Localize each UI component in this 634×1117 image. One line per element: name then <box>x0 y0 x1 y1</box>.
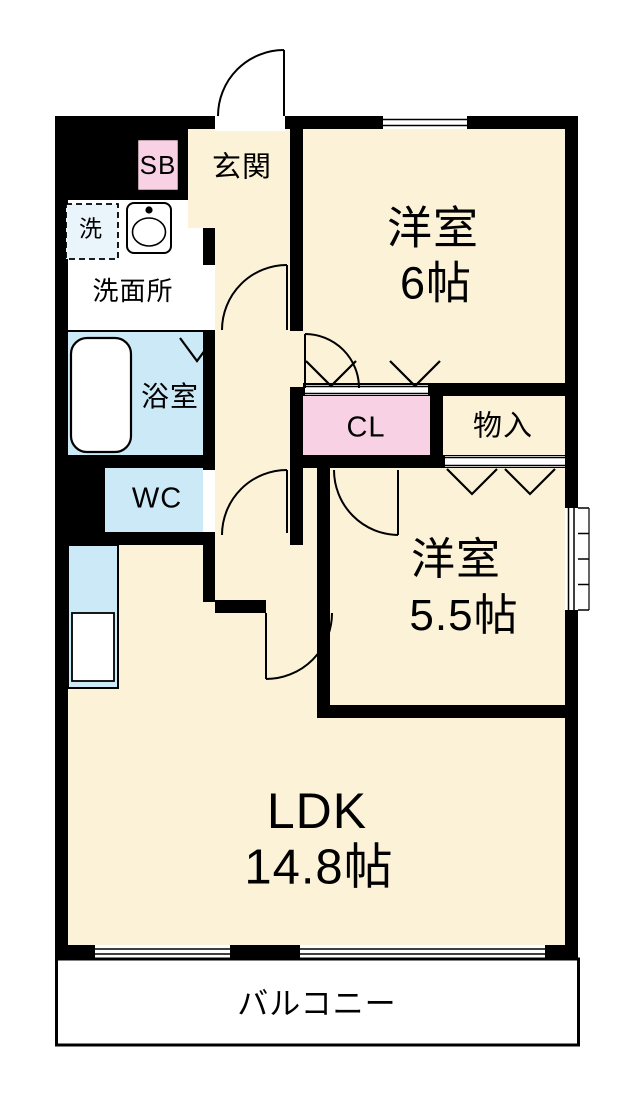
window-right <box>565 508 578 610</box>
opening-washroom-door <box>203 265 215 330</box>
window-top <box>383 116 467 129</box>
toilet-label: WC <box>131 482 183 515</box>
room-fill-wc <box>105 468 203 532</box>
windows <box>95 116 590 958</box>
bathroom-folding-door-icon <box>179 337 215 363</box>
balcony-outline <box>55 957 580 1047</box>
wall-corridor-left <box>203 545 215 602</box>
shoe-box <box>135 137 181 193</box>
fixture-icons <box>65 202 172 682</box>
opening-corridor-bottom <box>290 600 303 613</box>
opening-storage-track <box>445 456 565 467</box>
bathtub-icon <box>69 336 133 454</box>
western-room-6-size: 6帖 <box>399 257 473 309</box>
room-fills <box>67 129 565 945</box>
western-room-55-size: 5.5帖 <box>409 591 519 640</box>
storage-folding-door-icon <box>504 468 556 496</box>
wall-corridor-stub <box>215 600 266 613</box>
ldk-size: 14.8帖 <box>244 840 394 895</box>
entrance-label: 玄関 <box>211 151 273 184</box>
window-bottom-right <box>300 945 545 958</box>
shoe-box-label: SB <box>139 150 177 180</box>
ldk-name: LDK <box>266 783 368 839</box>
washroom-door-arc <box>221 264 288 331</box>
opening-western6-door <box>290 331 303 387</box>
opening-wc-door <box>203 470 215 532</box>
ldk-door-arc <box>265 612 333 680</box>
doors <box>217 49 399 680</box>
room-fill-closet <box>303 396 430 455</box>
entrance-door-arc <box>217 49 285 117</box>
washing-machine-icon <box>65 203 119 260</box>
window-bottom-left <box>95 945 230 958</box>
room-fill-western-6 <box>303 129 565 383</box>
opening-closet-track <box>305 385 428 395</box>
room-fill-entrance <box>188 129 215 228</box>
closet-folding-door-icon <box>305 360 357 388</box>
storage-folding-door-icon <box>446 468 498 496</box>
room-fill-storage <box>443 396 565 455</box>
bathroom-label: 浴室 <box>140 381 200 412</box>
storage-label: 物入 <box>472 410 534 443</box>
closet-label: CL <box>346 411 386 444</box>
kitchen-counter-icon <box>71 612 115 682</box>
western-room-55-name: 洋室 <box>411 535 501 584</box>
western55-door-arc <box>333 469 399 536</box>
room-fill-western-55 <box>330 468 565 705</box>
room-fill-ldk-lower <box>68 718 565 945</box>
walls-and-openings <box>203 112 565 613</box>
western-room-6-name: 洋室 <box>386 202 480 254</box>
western6-door-arc <box>304 333 360 389</box>
washroom-label: 洗面所 <box>92 276 174 306</box>
wc-door-arc <box>221 469 288 536</box>
closet-folding-door-icon <box>389 360 441 388</box>
sink-icon <box>126 202 172 254</box>
washer-label: 洗 <box>79 215 103 242</box>
opening-entrance <box>215 112 285 131</box>
balcony-label: バルコニー <box>237 986 397 1022</box>
folding-door-markers <box>179 337 556 496</box>
room-fill-corridor <box>215 129 290 613</box>
